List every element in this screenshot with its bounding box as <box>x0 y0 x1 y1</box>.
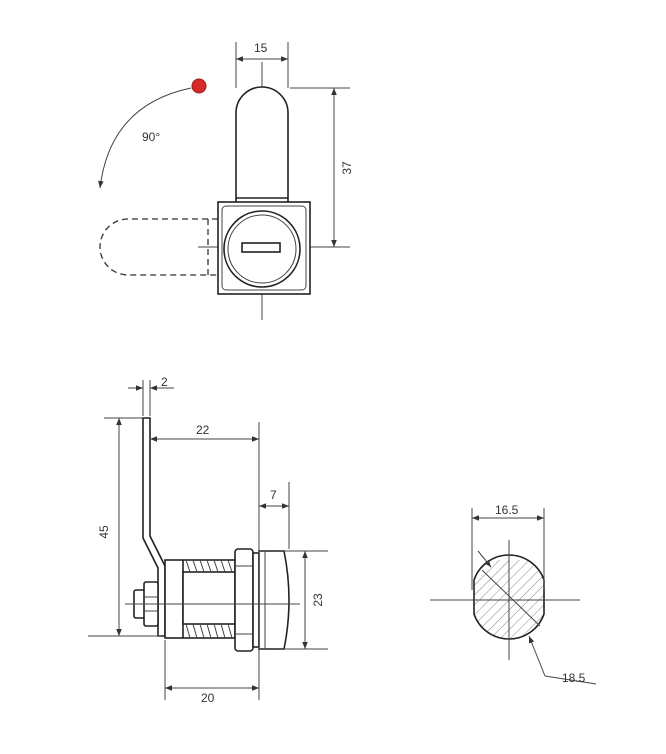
key-cylinder <box>223 210 301 288</box>
dim-height: 37 <box>340 161 354 175</box>
lock-head-side <box>258 550 290 650</box>
side-view: 2 22 7 45 23 20 <box>88 375 328 705</box>
washer <box>252 552 260 648</box>
dim-head-depth: 7 <box>270 488 277 502</box>
section-outline <box>473 554 545 640</box>
hex-nut <box>234 548 254 652</box>
dim-cam-thickness: 2 <box>161 375 168 389</box>
key-slot <box>241 242 281 253</box>
section-view: 16.5 18.5 <box>430 503 597 685</box>
dim-cam-length: 45 <box>97 525 111 539</box>
dim-flat-width: 16.5 <box>495 503 519 517</box>
dim-cam-offset: 22 <box>196 423 210 437</box>
dim-body-length: 20 <box>201 691 215 705</box>
dim-diameter: 18.5 <box>562 671 586 685</box>
rotation-marker <box>191 78 207 94</box>
thread-lines <box>185 559 233 639</box>
dim-head-diameter: 23 <box>311 593 325 607</box>
cam-bar <box>235 86 289 205</box>
rotation-label: 90° <box>142 130 160 144</box>
top-view: 90° 15 37 <box>98 41 354 320</box>
rotation-arc <box>98 87 192 189</box>
dim-width: 15 <box>254 41 268 55</box>
cam-bar-rotated <box>99 218 218 276</box>
